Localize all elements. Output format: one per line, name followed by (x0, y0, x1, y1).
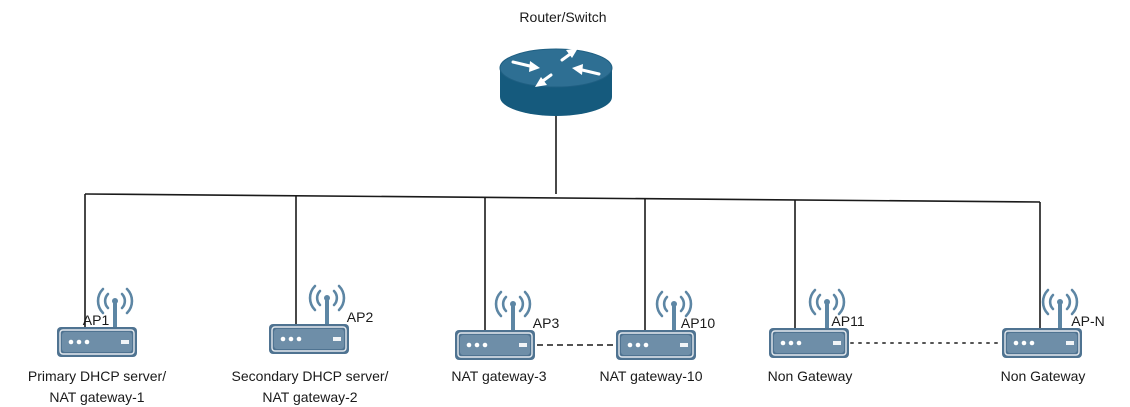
wifi-signal-icon (655, 290, 693, 332)
wifi-signal-icon (308, 284, 346, 326)
wifi-signal-icon (1041, 288, 1079, 330)
wifi-signal-icon (96, 287, 134, 329)
access-point-icon (455, 330, 535, 360)
ap-description-line: NAT gateway-2 (262, 389, 357, 405)
ap-id-label: AP-N (1071, 313, 1104, 329)
ap-id-label: AP3 (533, 315, 560, 331)
ap-description-line: NAT gateway-1 (49, 389, 144, 405)
ap-id-label: AP10 (681, 315, 715, 331)
access-point-icon (616, 330, 696, 360)
ap-id-label: AP1 (83, 312, 110, 328)
access-point-icon (1002, 328, 1082, 358)
ap-description-line: Primary DHCP server/ (28, 368, 166, 384)
ap-description-line: Secondary DHCP server/ (232, 368, 389, 384)
ap-id-label: AP2 (347, 309, 374, 325)
ap-id-label: AP11 (831, 313, 864, 329)
ap-description-line: NAT gateway-3 (451, 368, 546, 384)
access-point-ap-n: AP-N Non Gateway (1001, 202, 1105, 384)
access-point-icon (57, 327, 137, 357)
backbone-wiring (84, 116, 1041, 203)
ap-description-line: Non Gateway (1001, 368, 1086, 384)
peer-links (537, 342, 1001, 346)
ap-description-line: NAT gateway-10 (600, 368, 703, 384)
access-point-icon (269, 324, 349, 354)
access-point-icon (769, 328, 849, 358)
wifi-signal-icon (808, 288, 846, 330)
wifi-signal-icon (494, 290, 532, 332)
router-label: Router/Switch (519, 9, 606, 25)
ap-description-line: Non Gateway (768, 368, 853, 384)
router-icon (499, 48, 613, 116)
